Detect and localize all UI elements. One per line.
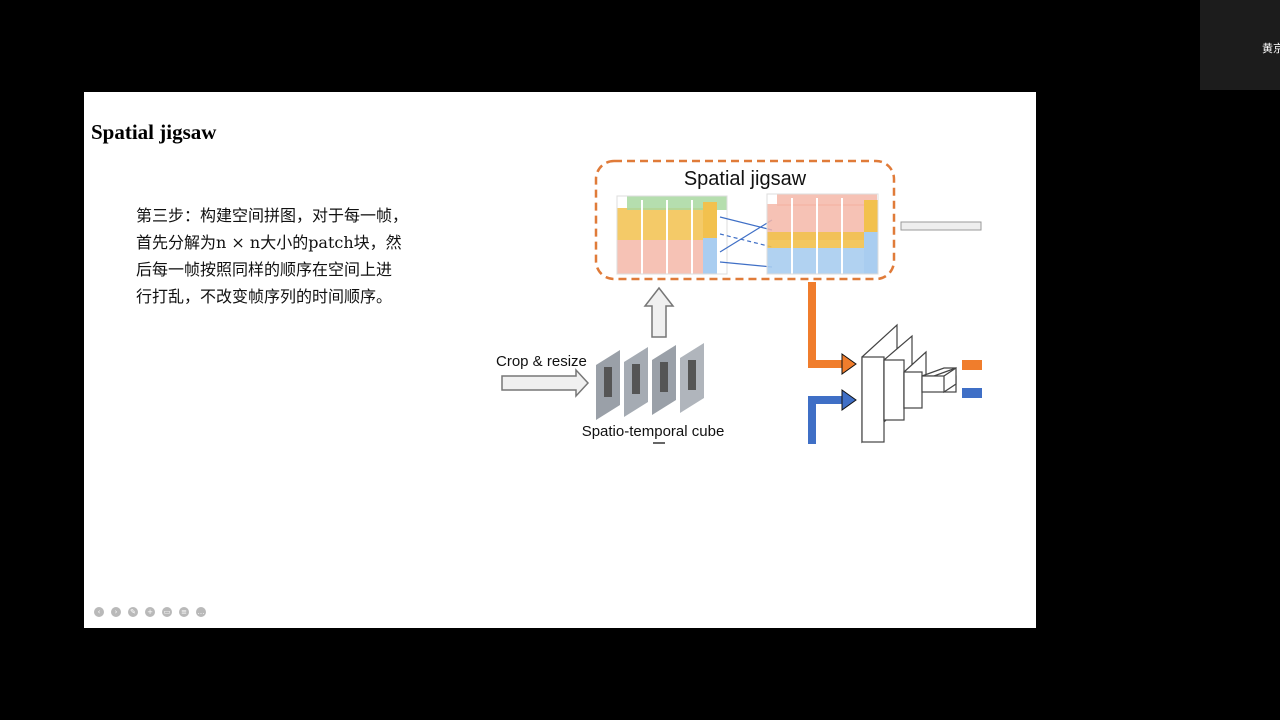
blue-output: [962, 388, 982, 398]
cube-label: Spatio-temporal cube: [582, 423, 725, 440]
network-blocks: [861, 323, 957, 444]
jigsaw-box-label: Spatial jigsaw: [684, 168, 807, 190]
blue-path: [808, 396, 844, 444]
participant-name: 黄京: [1262, 42, 1280, 55]
participant-tile[interactable]: 黄京: [1200, 0, 1280, 90]
body-line: 首先分解为n × n大小的patch块，然: [136, 233, 402, 252]
output-bar: [900, 221, 982, 231]
orange-output: [962, 360, 982, 370]
video-frames: [596, 343, 704, 420]
body-line: 后每一帧按照同样的顺序在空间上进: [136, 260, 393, 279]
comment-icon[interactable]: ≡: [179, 607, 189, 617]
body-line: 行打乱，不改变帧序列的时间顺序。: [136, 287, 393, 306]
prev-icon[interactable]: ‹: [94, 607, 104, 617]
pen-icon[interactable]: ✎: [128, 607, 138, 617]
presentation-slide: Spatial jigsaw 第三步：构建空间拼图，对于每一帧， 首先分解为n …: [84, 92, 1036, 628]
orange-path: [808, 282, 844, 368]
crop-resize-label: Crop & resize: [496, 353, 587, 370]
shuffled-patch-stack: [766, 193, 879, 275]
slide-body-text: 第三步：构建空间拼图，对于每一帧， 首先分解为n × n大小的patch块，然 …: [136, 202, 466, 310]
spatial-jigsaw-diagram: Spatial jigsaw: [496, 159, 982, 444]
shuffle-lines: [719, 216, 773, 268]
original-patch-stack: [616, 195, 728, 275]
zoom-icon[interactable]: +: [145, 607, 155, 617]
next-icon[interactable]: ›: [111, 607, 121, 617]
presentation-toolbar: ‹ › ✎ + ▭ ≡ …: [94, 607, 206, 617]
slide-title: Spatial jigsaw: [91, 120, 217, 144]
screen-icon[interactable]: ▭: [162, 607, 172, 617]
more-icon[interactable]: …: [196, 607, 206, 617]
right-arrow: [501, 368, 590, 398]
up-arrow: [643, 286, 675, 338]
body-line: 第三步：构建空间拼图，对于每一帧，: [136, 206, 409, 225]
jigsaw-dashed-box: [594, 159, 896, 281]
